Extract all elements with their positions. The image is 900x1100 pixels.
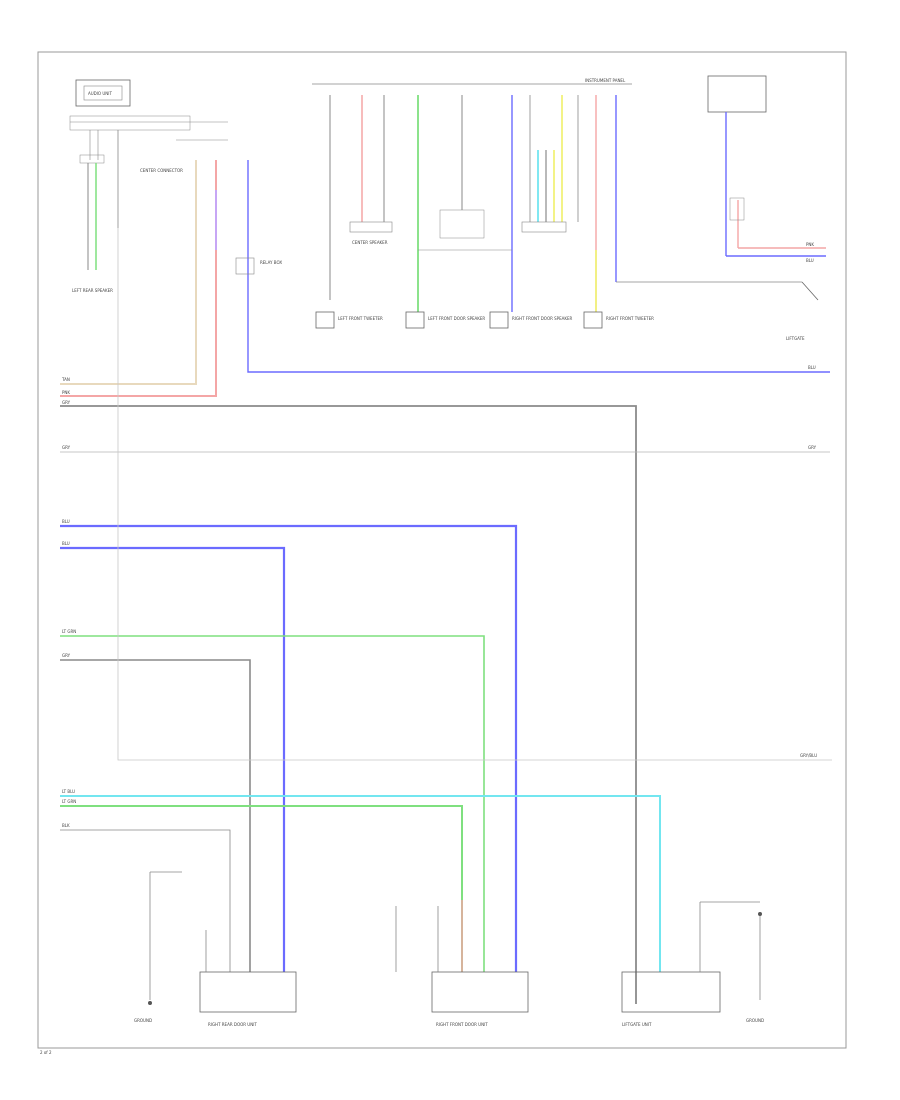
wire-blue-2 xyxy=(60,546,286,972)
left-rear-speaker-label: LEFT REAR SPEAKER xyxy=(72,288,113,293)
wire-label-blue-2: BLU xyxy=(62,541,70,546)
wire-label-gray-thin: GRY xyxy=(62,445,71,450)
wire-blue-top xyxy=(247,160,830,373)
right-relay-block: PNK BLU LIFTGATE xyxy=(707,75,826,341)
page-label: 2 of 2 xyxy=(40,1050,52,1055)
instrument-panel: INSTRUMENT PANEL CENTER SPEAKER LEFT FRO… xyxy=(312,78,802,329)
wire-black xyxy=(60,829,231,972)
liftgate-unit: LIFTGATE UNIT GROUND xyxy=(621,901,764,1027)
wire-label-pink: PNK xyxy=(62,390,70,395)
wire-blue-1 xyxy=(60,524,518,972)
audio-unit: AUDIO UNIT LEFT REAR SPEAKER xyxy=(69,79,228,293)
wire-label-right-gray: GRY xyxy=(808,445,817,450)
wire-pink xyxy=(60,160,217,397)
wire-label-black: BLK xyxy=(62,823,70,828)
center-connector-label: CENTER CONNECTOR xyxy=(140,168,183,173)
rf-tweeter-label: RIGHT FRONT TWEETER xyxy=(606,316,654,321)
wire-label-green-2: LT GRN xyxy=(62,799,76,804)
rf-door-unit: RIGHT FRONT DOOR UNIT xyxy=(395,906,529,1027)
relay-box-label: RELAY BOX xyxy=(260,260,282,265)
wire-green-2 xyxy=(60,805,463,972)
rr-door-unit-label: RIGHT REAR DOOR UNIT xyxy=(208,1022,257,1027)
wire-green-1 xyxy=(60,635,485,972)
wire-label-green-1: LT GRN xyxy=(62,629,76,634)
wire-label-right-pink: PNK xyxy=(806,242,814,247)
wire-label-right-blue: BLU xyxy=(806,258,814,263)
wire-label-tan: TAN xyxy=(61,377,70,382)
rf-door-unit-label: RIGHT FRONT DOOR UNIT xyxy=(436,1022,488,1027)
liftgate-label: LIFTGATE xyxy=(786,336,805,341)
ground-left-label: GROUND xyxy=(134,1018,152,1023)
center-speaker-label: CENTER SPEAKER xyxy=(352,240,388,245)
liftgate-unit-label: LIFTGATE UNIT xyxy=(622,1022,652,1027)
wire-label-cyan: LT BLU xyxy=(62,789,75,794)
rr-door-unit: RIGHT REAR DOOR UNIT GROUND xyxy=(134,871,297,1027)
wire-label-gray: GRY xyxy=(62,400,71,405)
ground-right-label: GROUND xyxy=(746,1018,764,1023)
audio-unit-label: AUDIO UNIT xyxy=(88,91,112,96)
wire-label-bottom-right: GRY/BLU xyxy=(800,753,817,758)
wire-thin-gray-long xyxy=(117,228,832,761)
diagram-border xyxy=(37,51,847,1049)
wire-gray-2 xyxy=(60,659,251,972)
wire-label-gray-2: GRY xyxy=(62,653,71,658)
wire-cyan xyxy=(60,795,661,972)
instrument-panel-label: INSTRUMENT PANEL xyxy=(585,78,626,83)
wire-gray-long xyxy=(60,405,637,1004)
rf-door-speaker-label: RIGHT FRONT DOOR SPEAKER xyxy=(512,316,573,321)
wire-label-top-blue: BLU xyxy=(808,365,816,370)
wire-tan xyxy=(60,160,197,385)
lf-door-speaker-label: LEFT FRONT DOOR SPEAKER xyxy=(428,316,485,321)
wire-label-blue-1: BLU xyxy=(62,519,70,524)
lf-tweeter-label: LEFT FRONT TWEETER xyxy=(338,316,383,321)
